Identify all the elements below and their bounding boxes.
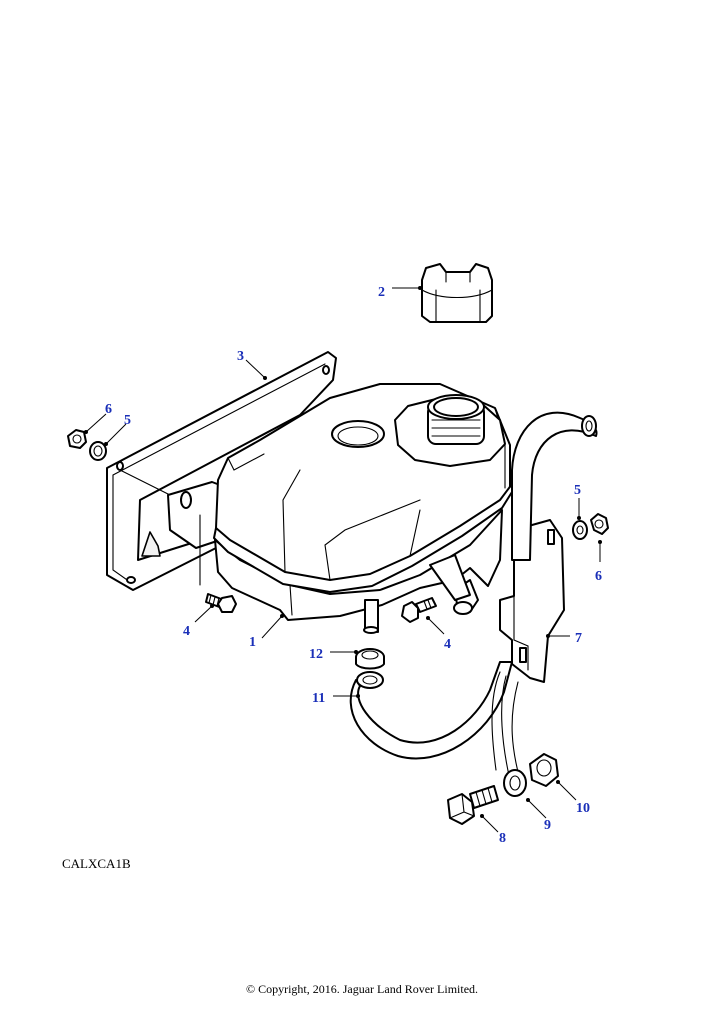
callout-12-label: 12 bbox=[309, 647, 323, 662]
callout-7: 7 bbox=[546, 631, 582, 646]
callout-10: 10 bbox=[556, 780, 590, 816]
mounting-bracket bbox=[106, 351, 337, 591]
callout-3-label: 3 bbox=[237, 349, 244, 364]
callout-5-left-label: 5 bbox=[124, 413, 131, 428]
callout-4-right: 4 bbox=[426, 616, 451, 652]
callout-4-left-label: 4 bbox=[183, 624, 190, 639]
washer-left bbox=[89, 441, 107, 461]
callout-11-label: 11 bbox=[312, 691, 325, 706]
callout-6-left-label: 6 bbox=[105, 402, 112, 417]
copyright-notice: © Copyright, 2016. Jaguar Land Rover Lim… bbox=[245, 982, 479, 996]
callout-9: 9 bbox=[526, 798, 551, 833]
callout-2: 2 bbox=[378, 285, 422, 300]
callout-5-left: 5 bbox=[104, 413, 131, 446]
lower-coolant-hose bbox=[349, 661, 513, 760]
nut-left bbox=[67, 429, 87, 449]
callout-11: 11 bbox=[312, 691, 360, 706]
bolt-large bbox=[447, 785, 499, 825]
hose-bracket bbox=[499, 519, 565, 683]
callout-8: 8 bbox=[480, 814, 506, 846]
callout-6-right-label: 6 bbox=[595, 569, 602, 584]
callout-6-right: 6 bbox=[595, 540, 602, 584]
callout-1: 1 bbox=[249, 614, 284, 650]
callout-8-label: 8 bbox=[499, 831, 506, 846]
callout-5-right: 5 bbox=[574, 483, 581, 520]
bolt-left bbox=[205, 593, 237, 613]
callout-7-label: 7 bbox=[575, 631, 582, 646]
callout-1-label: 1 bbox=[249, 635, 256, 650]
callout-4-left: 4 bbox=[183, 604, 214, 639]
nut-right bbox=[590, 513, 609, 535]
callout-12: 12 bbox=[309, 647, 358, 662]
filler-cap bbox=[421, 263, 493, 323]
callout-6-left: 6 bbox=[84, 402, 112, 434]
callout-3: 3 bbox=[237, 349, 267, 380]
tank-mounting-tab bbox=[167, 481, 221, 586]
upper-coolant-hose bbox=[511, 411, 598, 561]
washer-right bbox=[572, 520, 588, 540]
washer-large bbox=[503, 769, 527, 797]
callout-2-label: 2 bbox=[378, 285, 385, 300]
callout-9-label: 9 bbox=[544, 818, 551, 833]
callout-5-right-label: 5 bbox=[574, 483, 581, 498]
callout-10-label: 10 bbox=[576, 801, 590, 816]
bolt-right bbox=[401, 597, 437, 623]
callout-4-right-label: 4 bbox=[444, 637, 451, 652]
drawing-reference-code: CALXCA1B bbox=[62, 856, 131, 871]
expansion-tank bbox=[213, 383, 513, 634]
hose-clip bbox=[355, 648, 385, 670]
nut-large bbox=[529, 753, 559, 787]
